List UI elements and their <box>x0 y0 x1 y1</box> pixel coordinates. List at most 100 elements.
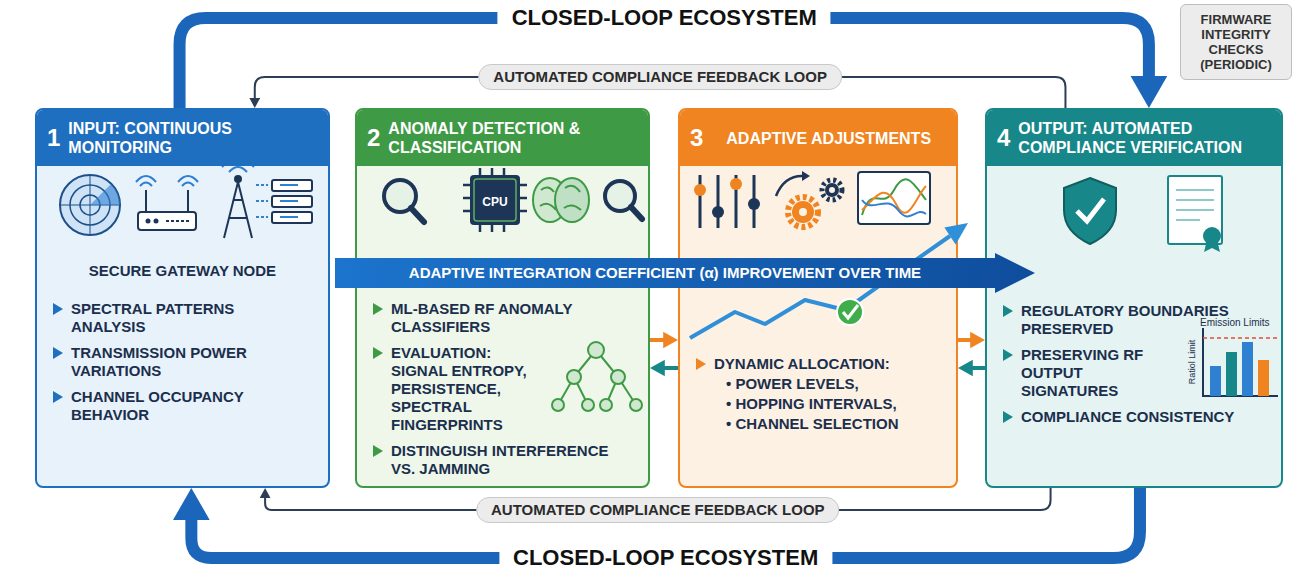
gear-icon <box>822 180 842 200</box>
router-icon <box>146 219 151 224</box>
emission-bar-chart <box>1258 360 1269 396</box>
cpu-chip-icon <box>474 179 516 221</box>
bullet-item: TRANSMISSION POWER VARIATIONS <box>53 344 268 380</box>
server-icon <box>256 185 268 217</box>
radar-icon <box>60 175 120 235</box>
panel-header: 3 ADAPTIVE ADJUSTMENTS <box>680 110 956 166</box>
magnifier-icon <box>605 181 642 219</box>
emission-bar-chart <box>1203 328 1278 396</box>
step-number: 2 <box>367 125 380 151</box>
sub-item: • HOPPING INTERVALS, <box>696 395 942 413</box>
emission-bar-chart <box>1242 342 1253 396</box>
server-icon <box>272 212 312 223</box>
slider-icon <box>748 198 760 210</box>
gear-icon <box>776 171 842 227</box>
brain-icon <box>533 178 567 222</box>
router-icon <box>166 220 190 222</box>
panel-title: ANOMALY DETECTION & CLASSIFICATION <box>388 119 638 157</box>
shield-icon <box>1077 199 1104 221</box>
process-panel: 2 ANOMALY DETECTION & CLASSIFICATION ML-BA… <box>355 108 650 488</box>
chip-label: CPU <box>470 195 520 210</box>
magnifier-icon <box>631 207 642 219</box>
slider-icon <box>730 178 742 190</box>
bullet-item: DISTINGUISH INTERFERENCE VS. JAMMING <box>373 442 628 478</box>
radar-icon <box>60 175 120 235</box>
bullet-list: DYNAMIC ALLOCATION:• POWER LEVELS,• HOPP… <box>696 355 942 433</box>
trend-line <box>690 223 968 338</box>
note-text: FIRMWARE INTEGRITY CHECKS (PERIODIC) <box>1187 12 1285 72</box>
process-panel: 4OUTPUT: AUTOMATED COMPLIANCE VERIFICATI… <box>985 108 1283 488</box>
band-label: ADAPTIVE INTEGRATION COEFFICIENT (α) IMP… <box>409 264 961 282</box>
gear-icon <box>799 208 807 216</box>
loop-label: CLOSED-LOOP ECOSYSTEM <box>498 5 831 31</box>
gear-icon <box>829 187 835 193</box>
gear-icon <box>776 176 802 196</box>
emission-bar-chart <box>1203 328 1278 396</box>
loop-label: CLOSED-LOOP ECOSYSTEM <box>499 545 832 571</box>
tower-icon <box>222 159 254 173</box>
brain-icon <box>540 186 581 210</box>
server-icon <box>272 180 312 191</box>
brain-icon <box>533 178 589 222</box>
decision-tree-icon <box>567 370 581 384</box>
connector-arrow <box>663 366 678 370</box>
panel-header: 4OUTPUT: AUTOMATED COMPLIANCE VERIFICATI… <box>987 110 1281 166</box>
radar-icon <box>70 185 110 225</box>
process-panel: 1 INPUT: CONTINUOUS MONITORING SPECTRAL PA… <box>35 108 330 488</box>
magnifier-icon <box>411 208 424 222</box>
cpu-chip-icon <box>463 168 527 232</box>
connector-arrow <box>958 338 972 342</box>
cpu-chip-icon <box>463 168 527 232</box>
certificate-icon <box>1168 176 1222 252</box>
decision-tree-icon <box>558 350 636 405</box>
bullet-item: CHANNEL OCCUPANCY BEHAVIOR <box>53 388 268 424</box>
emission-bar-chart <box>1210 366 1221 396</box>
decision-tree-icon <box>600 399 612 411</box>
bullet-item: ML-BASED RF ANOMALY CLASSIFIERS <box>373 300 623 336</box>
trend-line <box>837 299 863 325</box>
decision-tree-icon <box>552 342 642 411</box>
router-icon <box>138 212 196 230</box>
connector-arrow <box>971 366 985 370</box>
bullet-item: SPECTRAL PATTERNS ANALYSIS <box>53 300 268 336</box>
note-box: FIRMWARE INTEGRITY CHECKS (PERIODIC) <box>1180 4 1292 80</box>
tower-icon <box>224 182 252 238</box>
gateway-label: SECURE GATEWAY NODE <box>37 262 328 280</box>
trend-line <box>690 236 950 338</box>
decision-tree-icon <box>582 399 594 411</box>
bullet-item: PRESERVING RF OUTPUT SIGNATURES <box>1003 346 1178 400</box>
server-icon <box>280 185 298 217</box>
step-number: 3 <box>690 125 703 151</box>
panel-title: INPUT: CONTINUOUS MONITORING <box>68 119 318 157</box>
step-number: 1 <box>47 125 60 151</box>
router-icon <box>136 176 198 230</box>
bullet-list: ML-BASED RF ANOMALY CLASSIFIERSEVALUATIO… <box>373 300 628 478</box>
trend-line <box>843 305 858 318</box>
router-icon <box>154 219 159 224</box>
feedback-label: AUTOMATED COMPLIANCE FEEDBACK LOOP <box>478 64 842 90</box>
chart-icon <box>862 200 926 216</box>
panel-title: ADAPTIVE ADJUSTMENTS <box>711 129 946 148</box>
trend-line <box>944 223 968 245</box>
router-icon <box>136 176 198 186</box>
decision-tree-icon <box>630 399 642 411</box>
certificate-icon <box>1203 227 1221 245</box>
shield-icon <box>1064 178 1116 244</box>
emission-bar-chart <box>1226 352 1237 396</box>
server-icon <box>256 180 312 223</box>
bullet-list: SPECTRAL PATTERNS ANALYSIS TRANSMISSION P… <box>53 300 268 424</box>
gear-icon <box>792 201 814 223</box>
tower-icon <box>222 159 254 239</box>
radar-icon <box>90 184 120 205</box>
certificate-icon <box>1176 190 1214 220</box>
magnifier-icon <box>384 180 416 212</box>
router-icon <box>146 190 188 212</box>
decision-tree-icon <box>611 370 625 384</box>
panel-header: 2 ANOMALY DETECTION & CLASSIFICATION <box>357 110 648 166</box>
axis-label: Ratiol Limit <box>1186 332 1198 392</box>
feedback-label: AUTOMATED COMPLIANCE FEEDBACK LOOP <box>476 497 840 523</box>
cpu-chip-icon <box>470 175 520 225</box>
panel-title: OUTPUT: AUTOMATED COMPLIANCE VERIFICATIO… <box>1018 119 1271 157</box>
tower-icon <box>235 176 241 182</box>
